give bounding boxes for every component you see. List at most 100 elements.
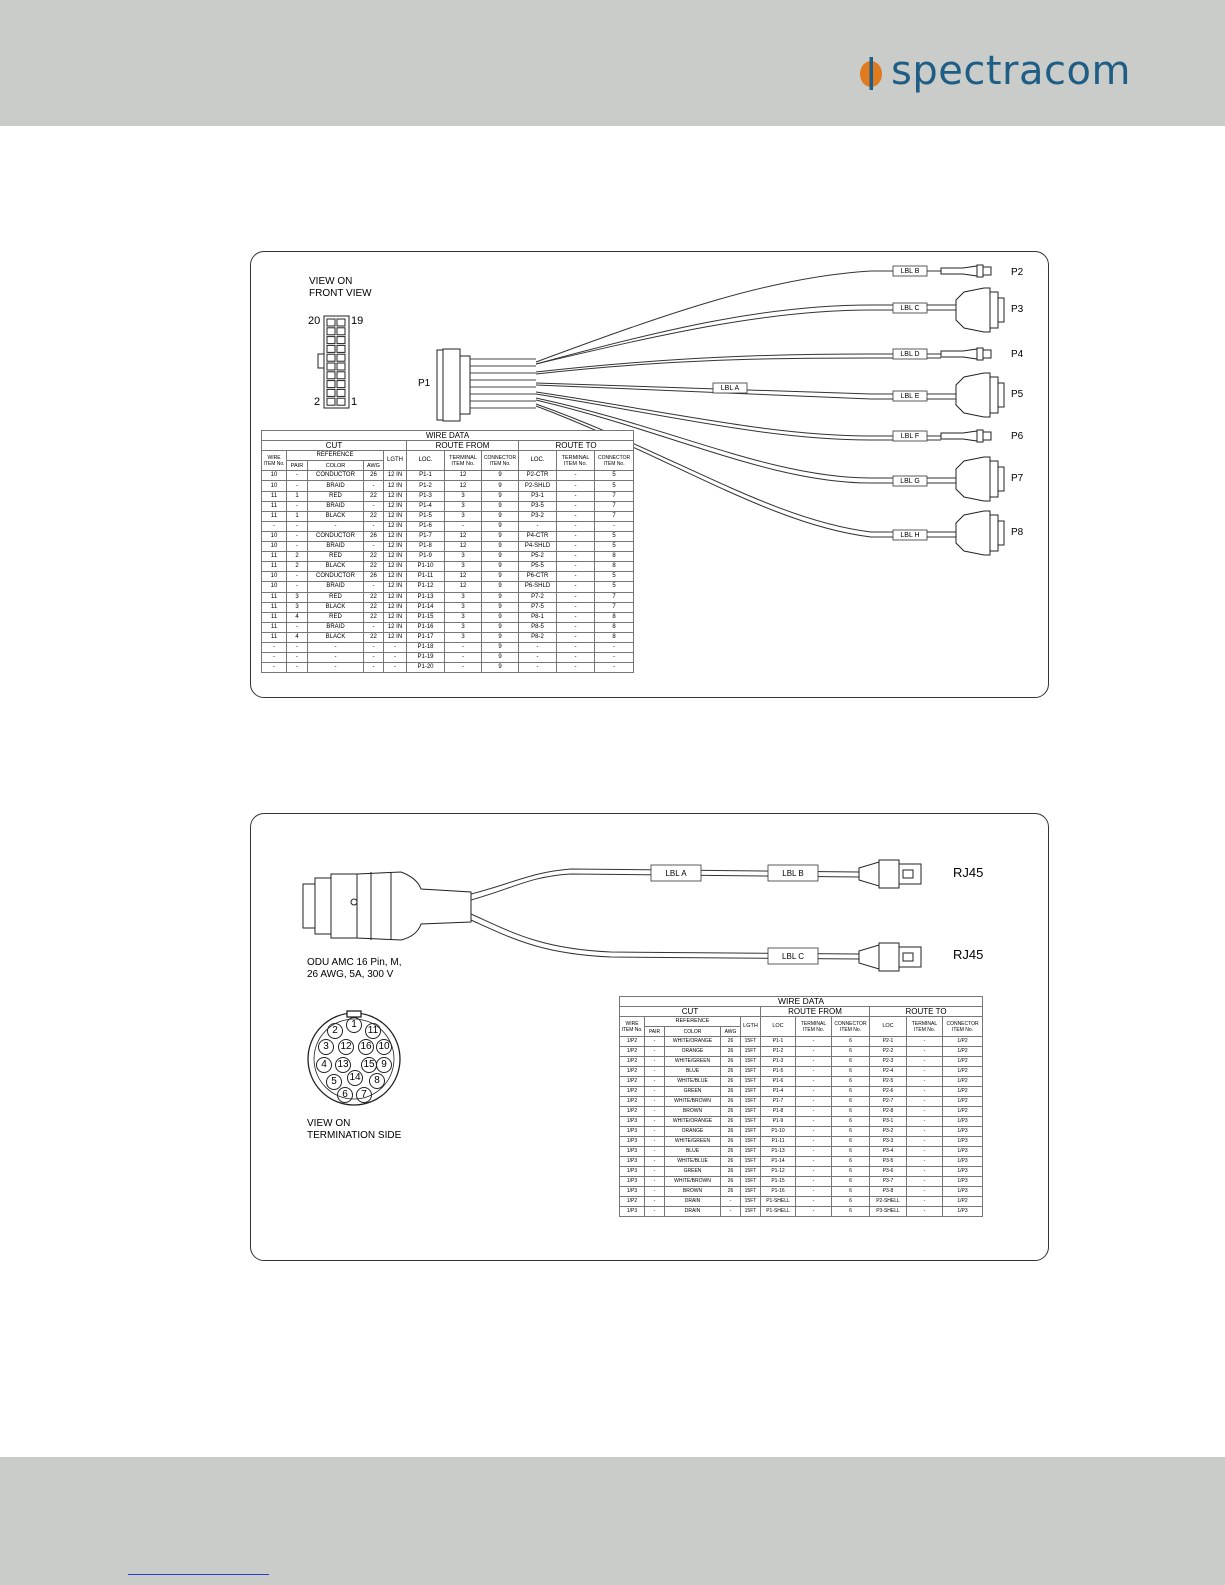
table2-header-terminal-to: TERMINAL ITEM No. — [906, 1016, 943, 1037]
table-cell: P1-10 — [760, 1126, 796, 1137]
table-cell: 9 — [481, 561, 519, 573]
table-cell: 12 IN — [383, 500, 407, 512]
table-cell: 22 — [363, 601, 384, 613]
table-row: -----P1-20-9--- — [261, 662, 635, 674]
table-cell: P1-8 — [406, 541, 445, 553]
table-cell: - — [556, 662, 595, 674]
table-title-2: WIRE DATA — [618, 996, 984, 1007]
table-cell: - — [906, 1116, 943, 1127]
pin-cell — [326, 397, 336, 406]
table-cell: - — [795, 1206, 832, 1217]
pin-number: 3 — [323, 1041, 329, 1052]
footer-link-underline[interactable] — [128, 1574, 269, 1575]
table-cell: - — [906, 1096, 943, 1107]
logo-wordmark: spectracom — [891, 48, 1131, 94]
table-cell: 6 — [831, 1046, 870, 1057]
table-group-cut: CUT — [261, 440, 407, 452]
table-header-reference: REFERENCE — [286, 450, 384, 462]
table-cell: 15FT — [740, 1056, 761, 1067]
table-cell: - — [307, 662, 364, 674]
table-cell: - — [556, 470, 595, 482]
table-cell: - — [444, 520, 482, 532]
table-cell: - — [644, 1146, 665, 1157]
table-cell: P5-2 — [518, 551, 557, 563]
diagram-1-drawing — [317, 264, 1005, 556]
table-cell: 12 IN — [383, 621, 407, 633]
table-cell: P1-SHELL — [760, 1206, 796, 1217]
table-cell: - — [307, 652, 364, 664]
table-cell: 15FT — [740, 1096, 761, 1107]
pin-cell — [336, 344, 346, 353]
table-cell: - — [363, 581, 384, 593]
table-cell: P1-4 — [760, 1086, 796, 1097]
table-cell: - — [644, 1106, 665, 1117]
table-cell: - — [307, 641, 364, 654]
table-cell: WHITE/GREEN — [664, 1136, 721, 1147]
table-cell: 6 — [831, 1076, 870, 1087]
table-cell: P1-20 — [406, 662, 445, 674]
table-cell: - — [286, 480, 308, 492]
spectracom-mark-icon — [860, 57, 882, 90]
table-cell: P1-7 — [760, 1096, 796, 1107]
table-cell: P1-16 — [406, 621, 445, 633]
pin-2-label: 2 — [314, 396, 321, 408]
pin-circle — [338, 1039, 354, 1055]
table-header-connector-from: CONNECTOR ITEM No. — [481, 450, 519, 472]
pin-19-label: 19 — [351, 315, 364, 327]
table-cell: - — [906, 1056, 943, 1067]
table-cell: WHITE/BLUE — [664, 1156, 721, 1167]
table-cell: P1-2 — [760, 1046, 796, 1057]
table-row: -----P1-19-9--- — [261, 652, 635, 664]
table-cell: BLACK — [307, 561, 364, 573]
table-cell: 1/P3 — [619, 1176, 645, 1187]
table-cell: 6 — [831, 1116, 870, 1127]
pin-number: 14 — [349, 1072, 361, 1083]
table-cell: - — [795, 1046, 832, 1057]
table-cell: 5 — [593, 571, 635, 583]
table-cell: 12 IN — [383, 470, 407, 482]
pin-cell — [326, 362, 336, 371]
table-cell: P3-4 — [869, 1146, 907, 1157]
table2-header-reference: REFERENCE — [644, 1016, 741, 1027]
table-cell: - — [556, 641, 595, 654]
pin-cell — [336, 388, 346, 397]
table-cell: - — [307, 520, 364, 532]
table-cell: 3 — [444, 621, 482, 633]
table-cell: - — [644, 1156, 665, 1167]
table-cell: 10 — [261, 571, 287, 583]
branch-tags — [892, 265, 928, 541]
table-cell: - — [795, 1196, 832, 1207]
table2-header-connector-to: CONNECTOR ITEM No. — [941, 1016, 984, 1037]
table-cell: 11 — [261, 601, 287, 613]
table-cell: 15FT — [740, 1156, 761, 1167]
table-cell: 1/P3 — [619, 1156, 645, 1167]
table-cell: 6 — [831, 1106, 870, 1117]
table-cell: - — [556, 601, 595, 613]
pin-circle — [376, 1039, 392, 1055]
table-cell: 15FT — [740, 1116, 761, 1127]
table-cell: - — [556, 551, 595, 563]
table-cell: - — [286, 621, 308, 633]
table-cell: 26 — [720, 1146, 741, 1157]
pin-cell — [326, 388, 336, 397]
table-cell: WHITE/ORANGE — [664, 1036, 721, 1047]
table-group-route-from-2: ROUTE FROM — [760, 1006, 870, 1017]
table-cell: 1/P2 — [619, 1056, 645, 1067]
table-cell: - — [795, 1076, 832, 1087]
table-cell: 1/P2 — [941, 1096, 984, 1107]
table-cell: P5-5 — [518, 561, 557, 573]
table-cell: BLUE — [664, 1146, 721, 1157]
table-cell: - — [261, 652, 287, 664]
table-cell: 15FT — [740, 1176, 761, 1187]
table-cell: - — [383, 652, 407, 664]
